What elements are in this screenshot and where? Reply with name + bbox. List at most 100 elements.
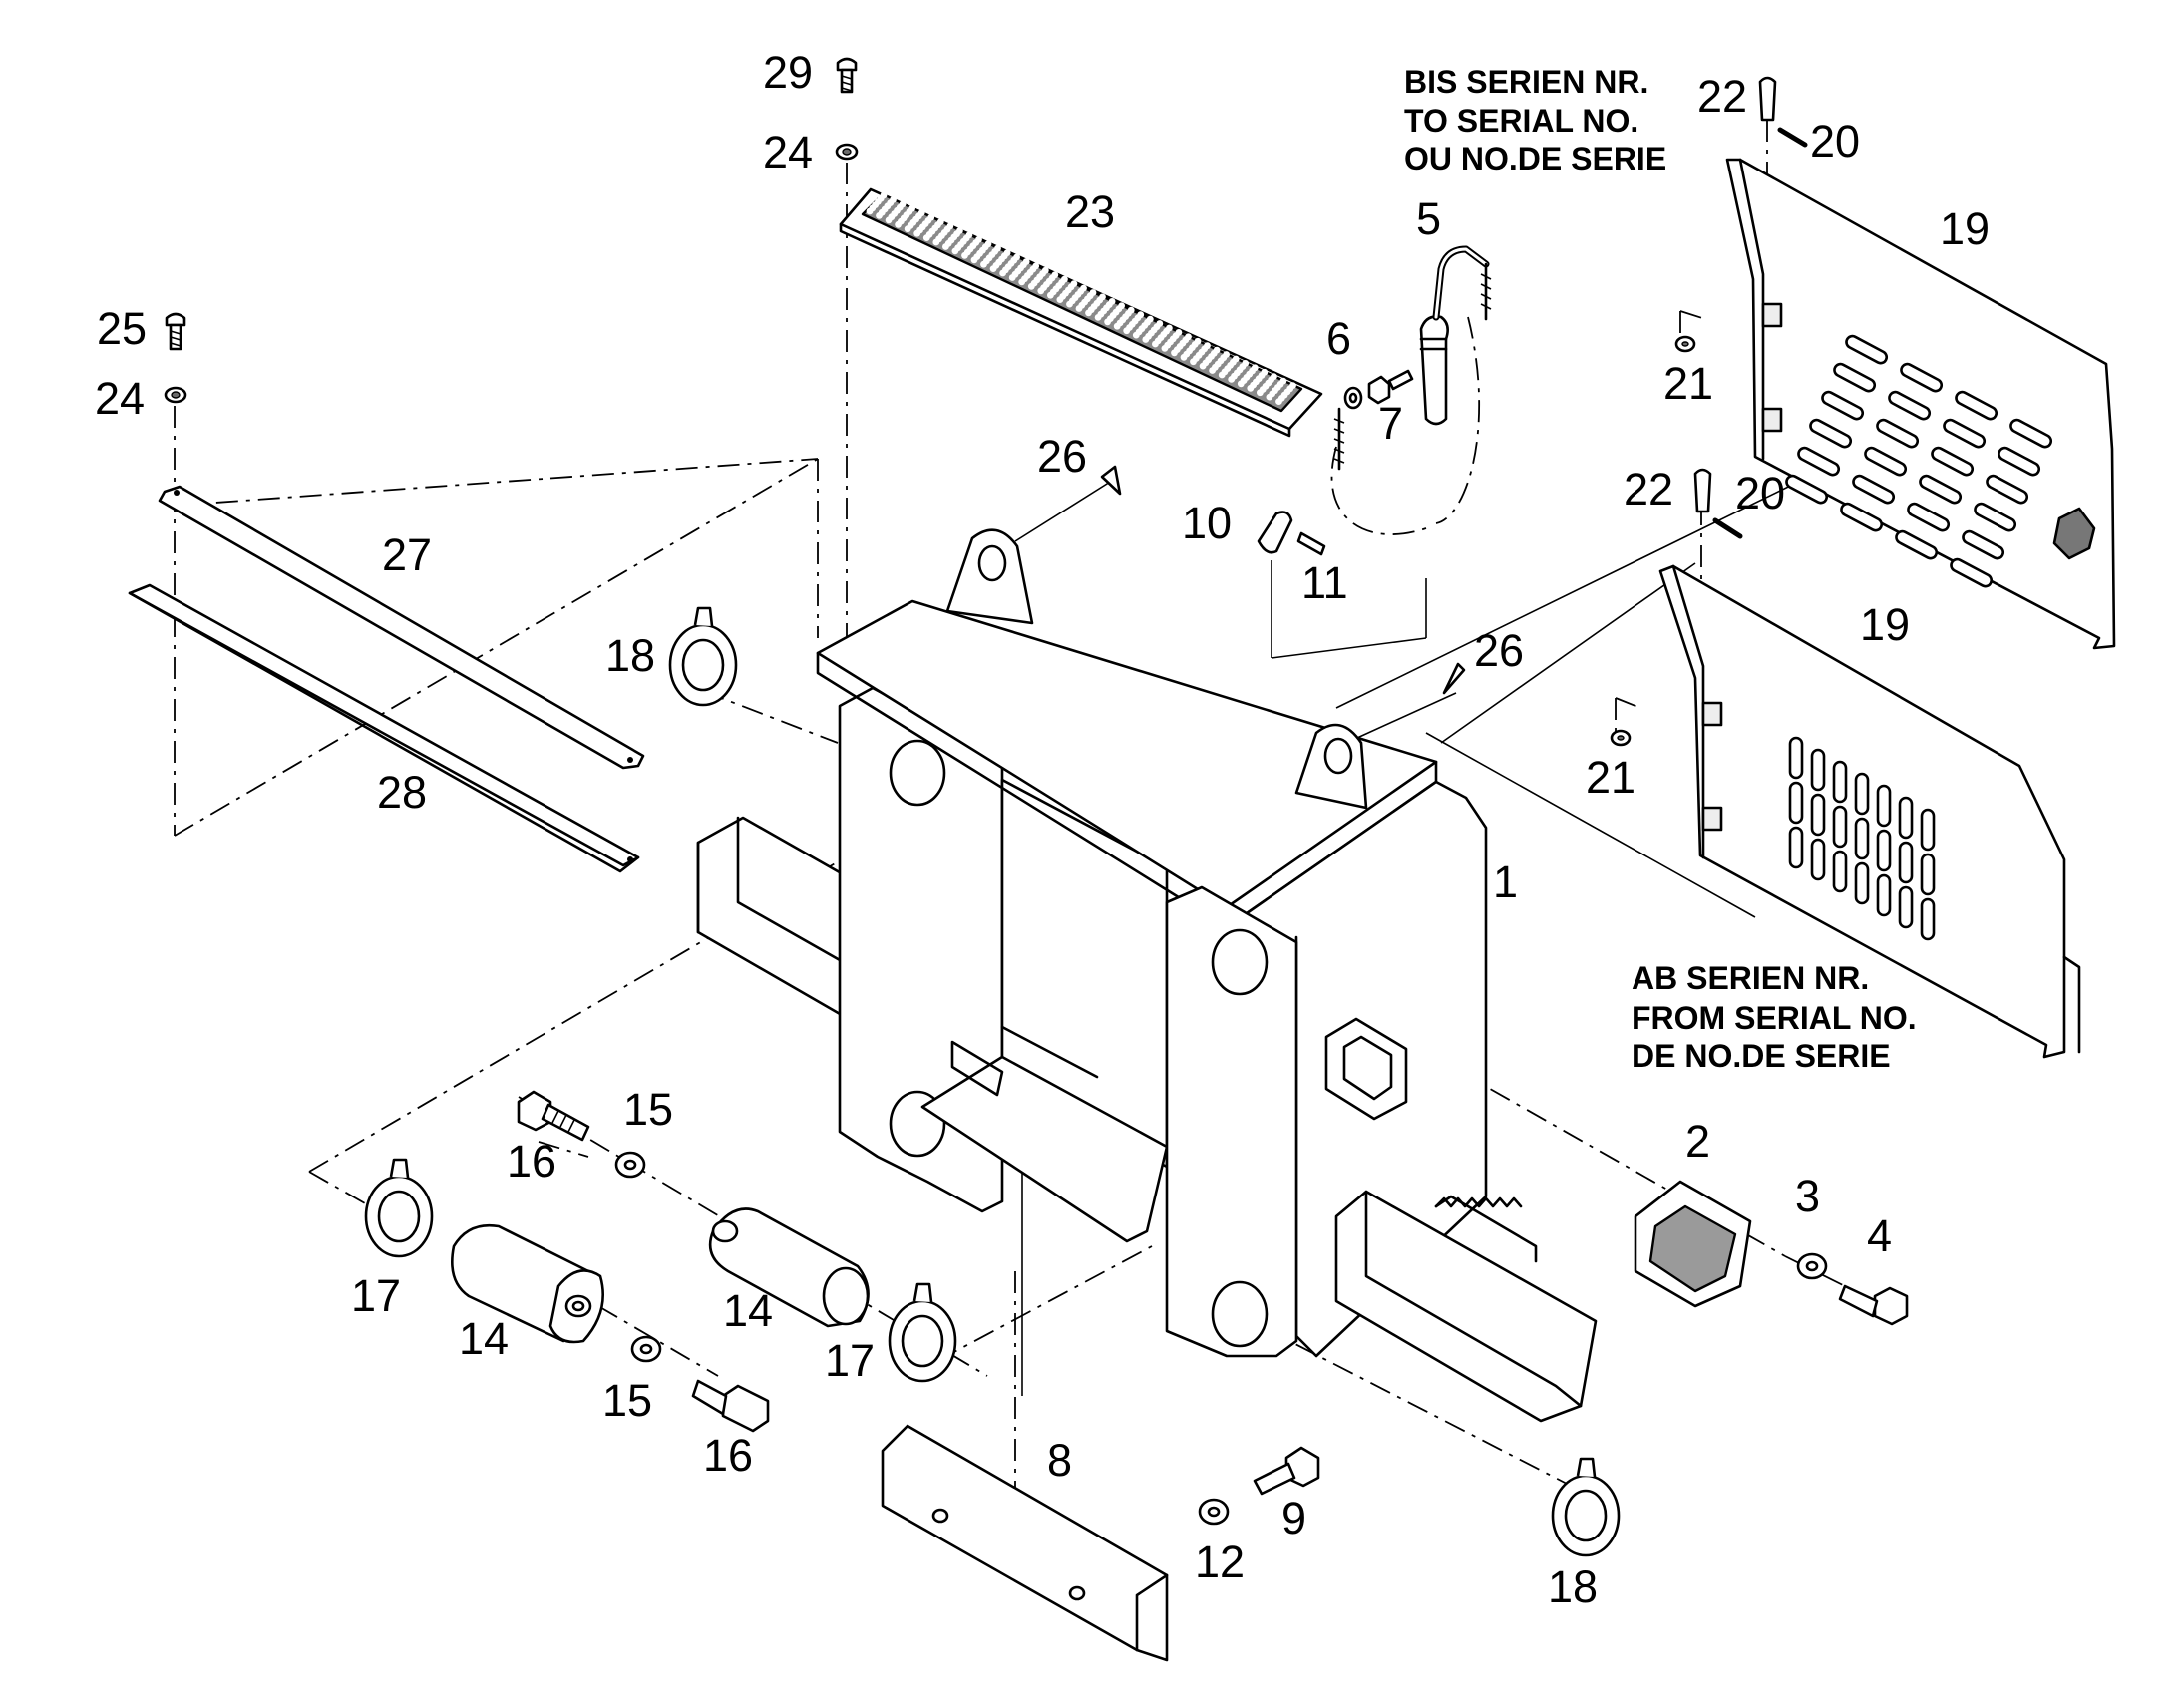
part-18-ring-left [668,606,738,707]
callout-15-upper: 15 [623,1084,673,1135]
perforation-hole [1061,275,1068,283]
perforation-hole [984,240,992,248]
perforation-hole [1289,382,1296,389]
vent-slot [1876,784,1892,828]
part-26-marker-upper [1100,465,1122,496]
callout-27: 27 [382,529,432,580]
callout-22-lower: 22 [1624,464,1673,514]
note-after-serial: AB SERIEN NR. FROM SERIAL NO. DE NO.DE S… [1632,960,1917,1074]
part-16-bolt-lower [691,1379,770,1433]
callout-17-left: 17 [351,1270,401,1321]
callout-20-upper: 20 [1810,116,1860,167]
perforation-hole [890,196,897,203]
vent-slot [1832,760,1848,804]
perforation-hole [1118,302,1125,310]
callout-28: 28 [377,767,427,818]
part-27-strip [158,485,645,770]
part-25-screw [165,312,186,351]
callout-15-lower: 15 [602,1375,652,1426]
vent-slot [1832,805,1848,849]
part-3-washer [1796,1252,1828,1280]
part-22-pin-upper [1758,76,1777,122]
perforation-hole [1070,280,1078,287]
vent-slot [1898,796,1914,840]
part-23-perforated-plate [839,187,1323,438]
perforation-hole [1013,253,1020,261]
vent-slot [1920,808,1936,852]
perforation-hole [1251,364,1259,372]
vent-slot [1797,446,1841,477]
perforation-hole [1022,258,1030,265]
part-2-step [1634,1180,1752,1308]
perforation-hole [899,200,907,208]
part-19-cover-lower [1658,564,2081,1059]
note-before-serial-line2: TO SERIAL NO. [1404,103,1638,139]
part-28-strip [128,583,640,873]
vent-slot [1898,841,1914,884]
perforation-hole [975,235,982,243]
leader-lines [1014,468,1826,1606]
part-15-washer-upper [614,1151,646,1179]
callout-23: 23 [1065,186,1115,237]
part-14-pin-left [451,1223,604,1344]
perforation-hole [1166,324,1173,332]
perforation-hole [1146,315,1154,323]
part-14-pin-middle [708,1207,870,1328]
perforation-hole [927,213,935,221]
callout-1: 1 [1493,856,1518,907]
part-16-bolt-upper [517,1090,590,1142]
perforation-hole [1051,271,1059,279]
vent-slot [1919,474,1963,505]
perforation-hole [994,244,1001,252]
perforation-hole [1232,355,1240,363]
vent-slot [1895,529,1939,560]
callout-18-lower: 18 [1548,1561,1598,1612]
vent-slot [2009,418,2053,449]
callout-19-upper: 19 [1940,203,1990,254]
callout-7: 7 [1378,398,1403,449]
callout-26-upper: 26 [1037,431,1087,482]
part-5-pin-with-clip [1419,245,1492,426]
perforation-hole [1137,311,1145,319]
part-21-washer-upper [1674,335,1696,353]
perforation-hole [1194,337,1202,345]
perforation-hole [1279,377,1287,385]
vent-slot [1876,418,1920,449]
perforation-hole [956,227,963,234]
vent-slot [1876,829,1892,872]
vent-slot [1854,772,1870,816]
note-before-serial-line1: BIS SERIEN NR. [1404,64,1648,100]
part-17-ring-lower-left [364,1158,434,1258]
callout-29: 29 [763,47,813,98]
vent-slot [1854,817,1870,860]
callout-12: 12 [1195,1537,1245,1587]
callout-4: 4 [1867,1210,1892,1261]
perforation-hole [1175,329,1183,336]
callout-14-middle: 14 [723,1285,773,1336]
vent-slot [1845,334,1889,365]
perforation-hole [1127,306,1135,314]
part-22-pin-lower [1693,468,1712,513]
part-24-washer-left [164,386,187,404]
perforation-hole [1223,351,1230,358]
callout-18-upper: 18 [605,630,655,681]
vent-slot [1788,736,1804,780]
callout-17-center: 17 [825,1335,875,1386]
perforation-hole [1089,289,1097,296]
callout-10: 10 [1182,498,1232,548]
vent-slot [1852,474,1896,505]
vent-slot [1810,748,1826,792]
callout-labels: 1 2 3 4 5 6 7 8 9 10 11 12 14 14 15 15 1… [95,47,1990,1612]
vent-slot [1931,446,1975,477]
note-before-serial: BIS SERIEN NR. TO SERIAL NO. OU NO.DE SE… [1404,64,1666,176]
perforation-hole [1099,293,1106,301]
vent-slot [1809,418,1853,449]
vent-slot [1900,362,1944,393]
vent-slot [1974,502,2017,532]
part-20-pin-lower [1712,517,1743,539]
callout-19-lower: 19 [1860,599,1910,650]
callout-11: 11 [1301,557,1348,608]
part-18-ring-right [1551,1457,1621,1557]
perforation-hole [965,231,973,239]
